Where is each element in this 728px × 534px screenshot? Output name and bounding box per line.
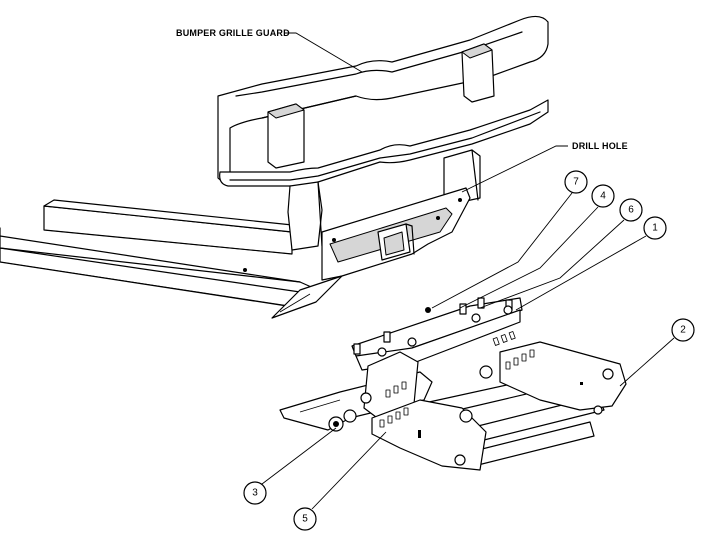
callout-4: 4 [459,184,615,309]
callout-2-text: 2 [680,325,686,336]
label-drill-hole: DRILL HOLE [461,141,628,193]
callout-6: 6 [479,198,643,309]
hitch-bracket-assembly [279,341,627,471]
callout-6-text: 6 [628,205,634,216]
bumper-mount-plate [271,187,471,319]
callout-2: 2 [619,318,695,387]
receiver-tube [43,199,303,255]
label-bumper-grille-guard-text: BUMPER GRILLE GUARD [176,28,290,38]
callout-3: 3 [243,427,337,505]
label-drill-hole-text: DRILL HOLE [572,141,628,151]
drill-hole-marker [425,307,431,313]
mounting-plate-upper [351,297,523,371]
callout-1-text: 1 [652,223,658,234]
bumper-grille-guard [217,15,549,251]
callout-5-text: 5 [302,514,308,525]
callout-1: 1 [515,216,667,311]
callout-4-text: 4 [600,191,606,202]
callout-5: 5 [293,431,387,531]
label-bumper-grille-guard: BUMPER GRILLE GUARD [176,28,363,73]
callout-7-text: 7 [573,177,579,188]
callout-7: 7 [431,170,588,309]
callout-3-text: 3 [252,488,258,499]
